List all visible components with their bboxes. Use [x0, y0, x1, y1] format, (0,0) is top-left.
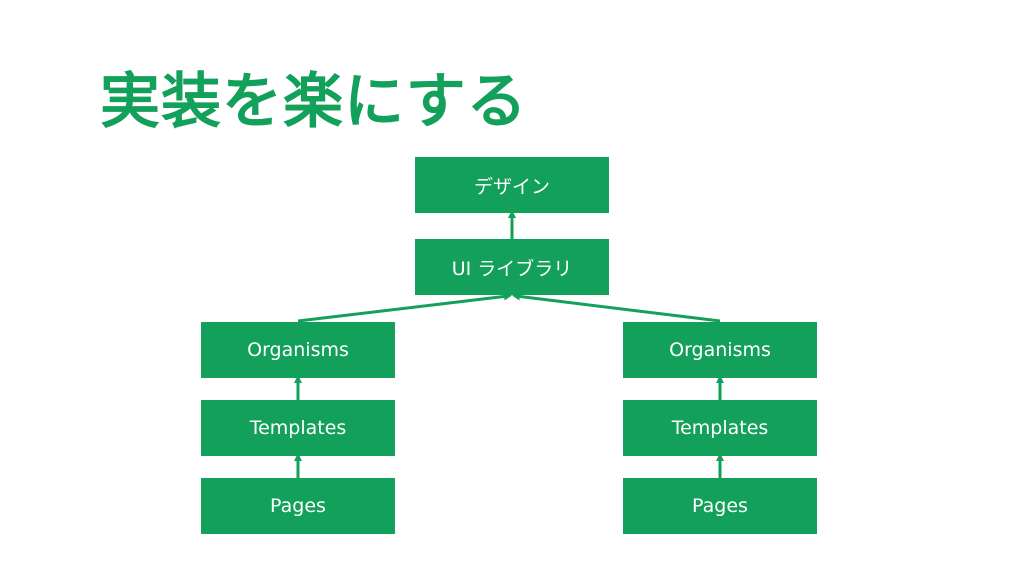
node-organisms-right-label: Organisms: [669, 339, 771, 361]
node-design: デザイン: [415, 157, 609, 213]
arrow-org-right-to-uilib: [512, 292, 721, 323]
node-ui-library-label: UI ライブラリ: [451, 257, 573, 280]
node-templates-left-label: Templates: [249, 417, 347, 439]
node-pages-right-label: Pages: [692, 495, 748, 517]
arrow-org-left-to-uilib: [297, 292, 512, 323]
node-ui-library: UI ライブラリ: [415, 239, 609, 295]
node-templates-right-label: Templates: [671, 417, 769, 439]
node-pages-left: Pages: [201, 478, 395, 534]
node-templates-left: Templates: [201, 400, 395, 456]
slide-title: 実装を楽にする: [100, 67, 528, 137]
node-pages-left-label: Pages: [270, 495, 326, 517]
node-templates-right: Templates: [623, 400, 817, 456]
node-pages-right: Pages: [623, 478, 817, 534]
node-organisms-left-label: Organisms: [247, 339, 349, 361]
node-design-label: デザイン: [473, 175, 550, 198]
node-organisms-left: Organisms: [201, 322, 395, 378]
node-organisms-right: Organisms: [623, 322, 817, 378]
